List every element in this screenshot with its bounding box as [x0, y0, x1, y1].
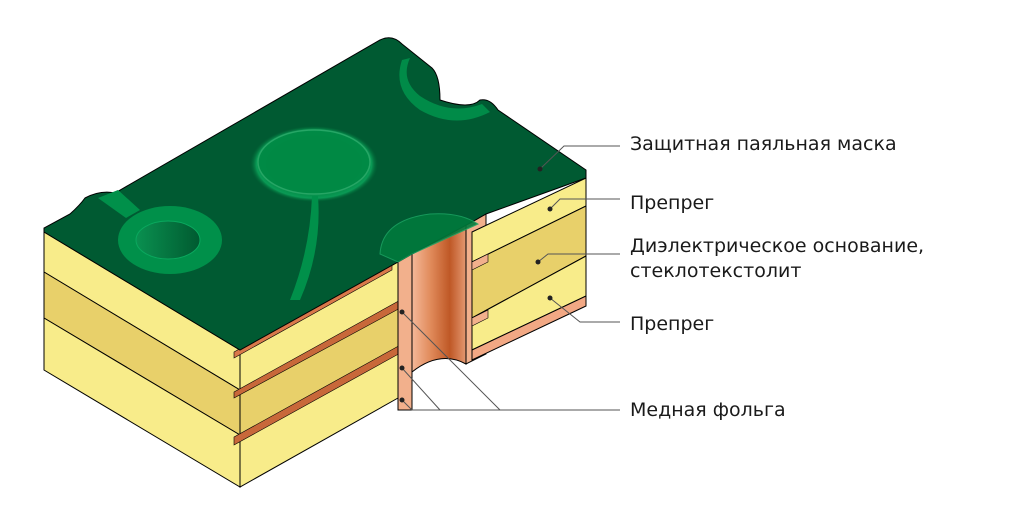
leader-lines: [401, 145, 620, 411]
label-solder-mask: Защитная паяльная маска: [630, 133, 897, 155]
label-copper-foil: Медная фольга: [630, 399, 786, 421]
leader-dots: [399, 166, 553, 403]
left-side-face: [43, 231, 241, 488]
label-dielectric-line2: стеклотекстолит: [630, 260, 802, 282]
label-prepreg-bottom: Препрег: [630, 313, 715, 335]
label-prepreg-top: Препрег: [630, 192, 715, 214]
front-face-right: [471, 177, 587, 361]
label-dielectric-line1: Диэлектрическое основание,: [630, 235, 925, 257]
solder-mask-top: [43, 37, 587, 351]
